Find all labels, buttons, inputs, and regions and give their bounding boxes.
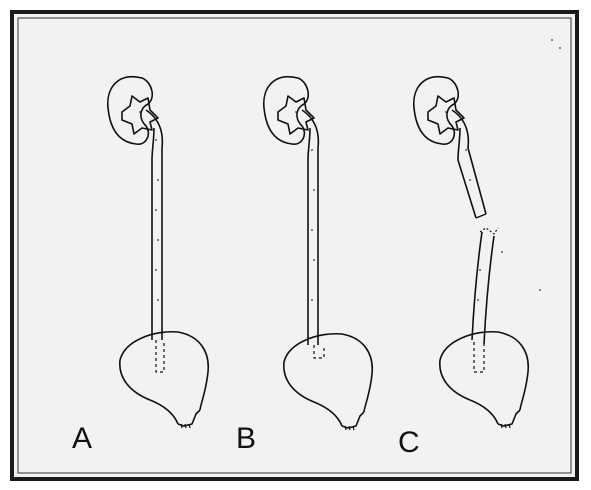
panel-label-c: C bbox=[398, 428, 420, 458]
panel-label-a: A bbox=[72, 424, 92, 454]
panel-label-b: B bbox=[236, 424, 256, 454]
